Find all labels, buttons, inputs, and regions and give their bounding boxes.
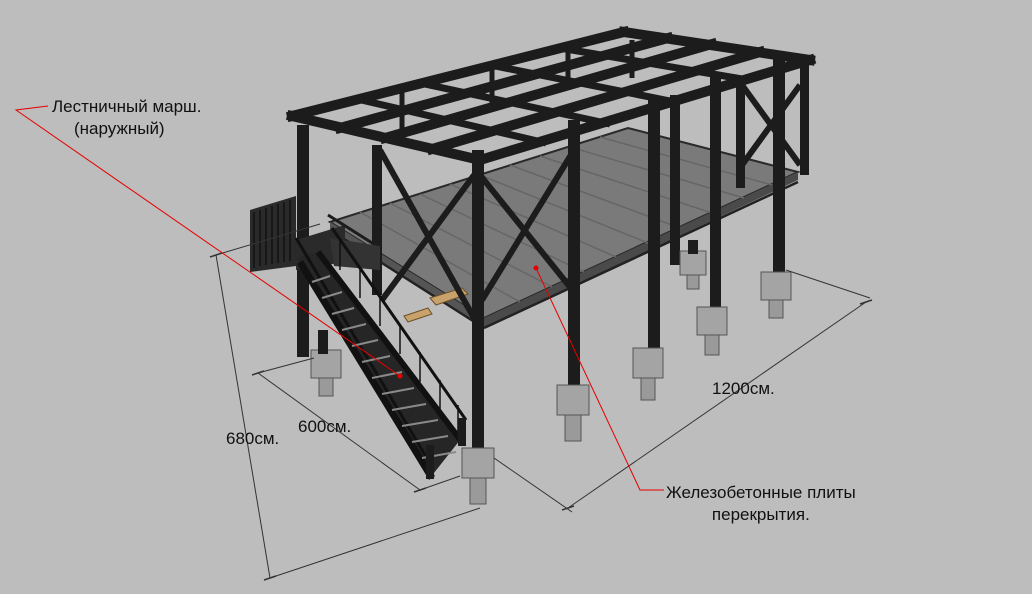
column bbox=[648, 96, 660, 351]
footing bbox=[310, 349, 342, 397]
dimension-ticks bbox=[209, 252, 873, 581]
column bbox=[568, 120, 580, 405]
floor-slab bbox=[327, 126, 801, 330]
slab-label-line1: Железобетонные плиты bbox=[666, 483, 856, 502]
footing-columns bbox=[318, 240, 698, 354]
stair-label-line2: (наружный) bbox=[74, 119, 165, 138]
column bbox=[800, 60, 809, 175]
slab-leader bbox=[535, 267, 664, 491]
roof-joists bbox=[356, 44, 749, 147]
dim-height-line bbox=[215, 254, 271, 579]
dim-length-line bbox=[567, 301, 867, 509]
stair-leader bbox=[14, 105, 401, 377]
column bbox=[670, 95, 680, 265]
concrete-footings bbox=[310, 250, 792, 505]
stair-leader-point bbox=[397, 373, 403, 379]
column bbox=[773, 58, 785, 283]
footing bbox=[760, 271, 792, 319]
column bbox=[736, 78, 745, 188]
stair-railing-balusters bbox=[339, 240, 459, 435]
footing bbox=[556, 384, 590, 442]
slab-label: Железобетонные плиты перекрытия. bbox=[666, 482, 856, 526]
stair-label-line1: Лестничный марш. bbox=[52, 97, 202, 116]
dim-height-label: 680см. bbox=[226, 429, 280, 448]
column bbox=[472, 150, 484, 465]
roof-posts bbox=[399, 40, 635, 130]
dim-length-label: 1200см. bbox=[712, 379, 775, 398]
leader-lines bbox=[14, 105, 664, 491]
slab-label-line2: перекрытия. bbox=[711, 505, 810, 524]
stair-label: Лестничный марш. (наружный) bbox=[52, 96, 201, 140]
dimension-lines bbox=[215, 223, 871, 579]
footing bbox=[696, 306, 728, 356]
column bbox=[710, 75, 721, 315]
external-staircase bbox=[294, 227, 468, 480]
footing bbox=[461, 447, 495, 505]
footing bbox=[679, 250, 707, 290]
stair-landing bbox=[250, 196, 381, 272]
footing bbox=[632, 347, 664, 401]
dim-width-label: 600см. bbox=[298, 417, 352, 436]
slab-leader-point bbox=[533, 265, 539, 271]
cross-bracing bbox=[377, 83, 803, 320]
dim-width-line bbox=[257, 372, 421, 491]
roof-beams bbox=[285, 25, 817, 167]
column bbox=[372, 145, 382, 295]
